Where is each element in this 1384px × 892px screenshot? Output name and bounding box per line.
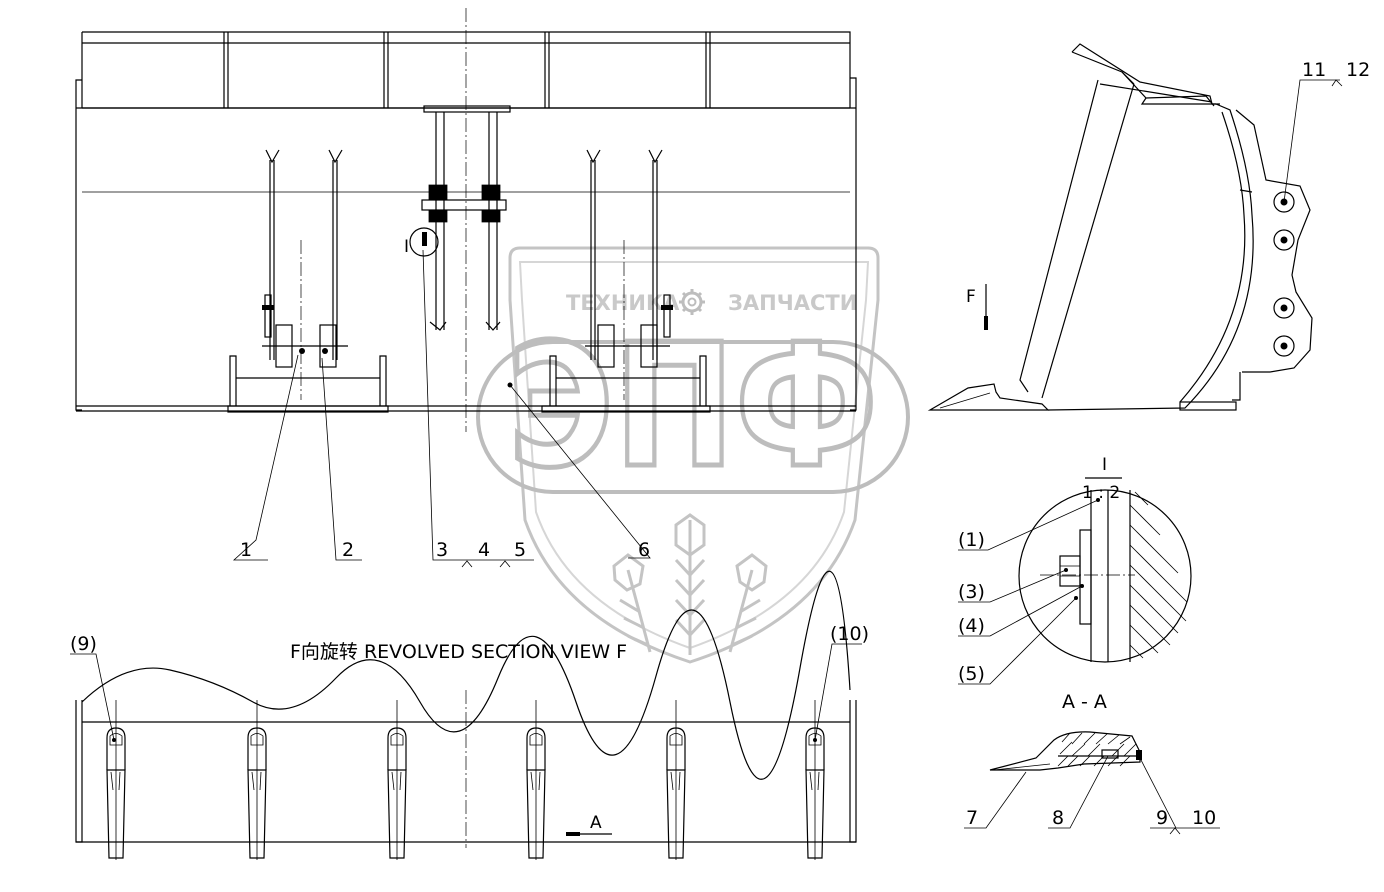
top-panel-dividers (223, 32, 711, 108)
section-ref-9: (9) (70, 633, 97, 655)
callout-12: 12 (1346, 59, 1370, 81)
watermark: ТЕХНИКА ЗАПЧАСТИ ЭПФ (476, 246, 910, 664)
callout-6: 6 (638, 539, 650, 561)
left-rods (265, 149, 343, 360)
section-marker-a: A (590, 813, 602, 833)
watermark-letters: ЭПФ (508, 308, 878, 506)
detail-scale: 1 : 2 (1082, 483, 1120, 503)
callout-3: 3 (436, 539, 448, 561)
section-ref-10: (10) (830, 623, 869, 645)
detail-title: I (1102, 455, 1107, 475)
detail-ref-3: (3) (958, 581, 985, 603)
watermark-right-word: ЗАПЧАСТИ (728, 291, 857, 315)
watermark-band (476, 340, 910, 494)
right-rods (586, 149, 663, 360)
teeth (106, 700, 825, 860)
aa-ref-9: 9 (1156, 807, 1168, 829)
detail-ref-4: (4) (958, 615, 985, 637)
view-marker-f: F (966, 287, 976, 307)
aa-ref-7: 7 (966, 807, 978, 829)
aa-ref-10: 10 (1192, 807, 1216, 829)
section-view-f: F向旋转 REVOLVED SECTION VIEW F (70, 570, 869, 860)
callout-1: 1 (240, 539, 252, 561)
callout-4: 4 (478, 539, 490, 561)
front-view: I (75, 8, 857, 568)
detail-i-pointer-label: I (404, 237, 409, 257)
section-title: F向旋转 REVOLVED SECTION VIEW F (290, 641, 627, 663)
detail-ref-5: (5) (958, 663, 985, 685)
watermark-left-word: ТЕХНИКА (566, 291, 680, 315)
watermark-shield (508, 246, 880, 664)
aa-ref-8: 8 (1052, 807, 1064, 829)
front-leaders (232, 249, 651, 568)
callout-11: 11 (1302, 59, 1326, 81)
side-pins (1273, 191, 1295, 357)
wheat-emblem (612, 513, 768, 655)
callout-5: 5 (514, 539, 526, 561)
side-view: 11 12 F (927, 43, 1370, 411)
detail-i: I 1 : 2 (1) (958, 455, 1192, 685)
section-a-a: A - A 7 8 9 10 (964, 691, 1220, 835)
gear-icon (679, 289, 705, 315)
detail-i-circle (409, 227, 439, 257)
aa-title: A - A (1062, 691, 1107, 713)
detail-ref-1: (1) (958, 529, 985, 551)
callout-2: 2 (342, 539, 354, 561)
